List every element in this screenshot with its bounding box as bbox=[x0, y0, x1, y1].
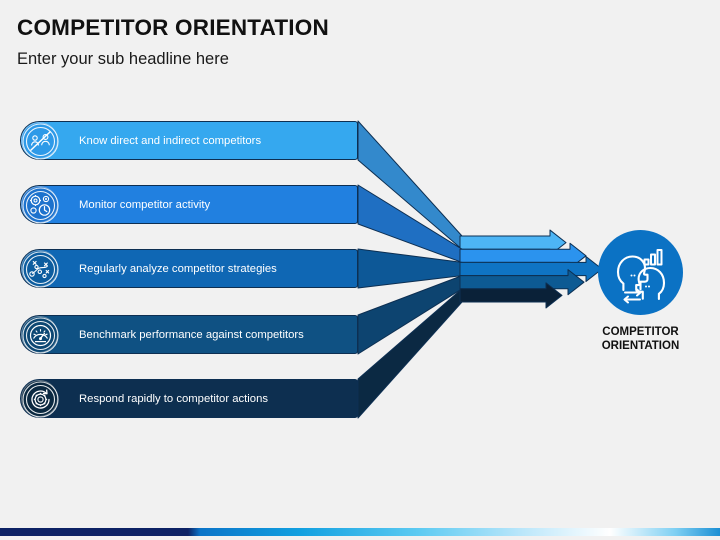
row-bar[interactable] bbox=[20, 315, 358, 354]
gears-clock-icon bbox=[21, 186, 59, 224]
row-label: Respond rapidly to competitor actions bbox=[79, 392, 269, 405]
row-wedge bbox=[357, 120, 463, 250]
gear-refresh-icon bbox=[21, 380, 59, 418]
converging-arrow bbox=[459, 269, 585, 296]
page-title: COMPETITOR ORIENTATION bbox=[17, 15, 329, 40]
row-bar[interactable] bbox=[20, 379, 358, 418]
strategy-nodes-icon bbox=[21, 250, 59, 288]
row-wedge bbox=[357, 288, 463, 419]
hub-label-line2: ORIENTATION bbox=[601, 340, 680, 352]
hub-label: COMPETITOR ORIENTATION bbox=[573, 325, 708, 353]
row-label: Benchmark performance against competitor… bbox=[79, 328, 304, 341]
row-wedge bbox=[357, 248, 463, 289]
converging-arrow bbox=[459, 255, 603, 283]
row-label: Regularly analyze competitor strategies bbox=[79, 262, 277, 275]
page-subtitle: Enter your sub headline here bbox=[17, 50, 229, 68]
row-label: Monitor competitor activity bbox=[79, 198, 211, 211]
row-bar[interactable] bbox=[20, 185, 358, 224]
footer-gradient-strip bbox=[0, 528, 720, 536]
competitor-heads-chart-icon bbox=[616, 249, 666, 304]
people-blocked-icon bbox=[21, 122, 59, 160]
row-bar[interactable] bbox=[20, 249, 358, 288]
row-wedge bbox=[357, 275, 463, 355]
converging-arrow bbox=[459, 282, 563, 309]
gauge-icon bbox=[21, 316, 59, 354]
row-label: Know direct and indirect competitors bbox=[79, 134, 262, 147]
hub-circle[interactable] bbox=[598, 230, 683, 315]
converging-arrow bbox=[459, 229, 567, 256]
hub-label-line1: COMPETITOR bbox=[602, 326, 679, 338]
row-wedge bbox=[357, 184, 463, 263]
row-bar[interactable] bbox=[20, 121, 358, 160]
converging-arrow bbox=[459, 242, 587, 269]
